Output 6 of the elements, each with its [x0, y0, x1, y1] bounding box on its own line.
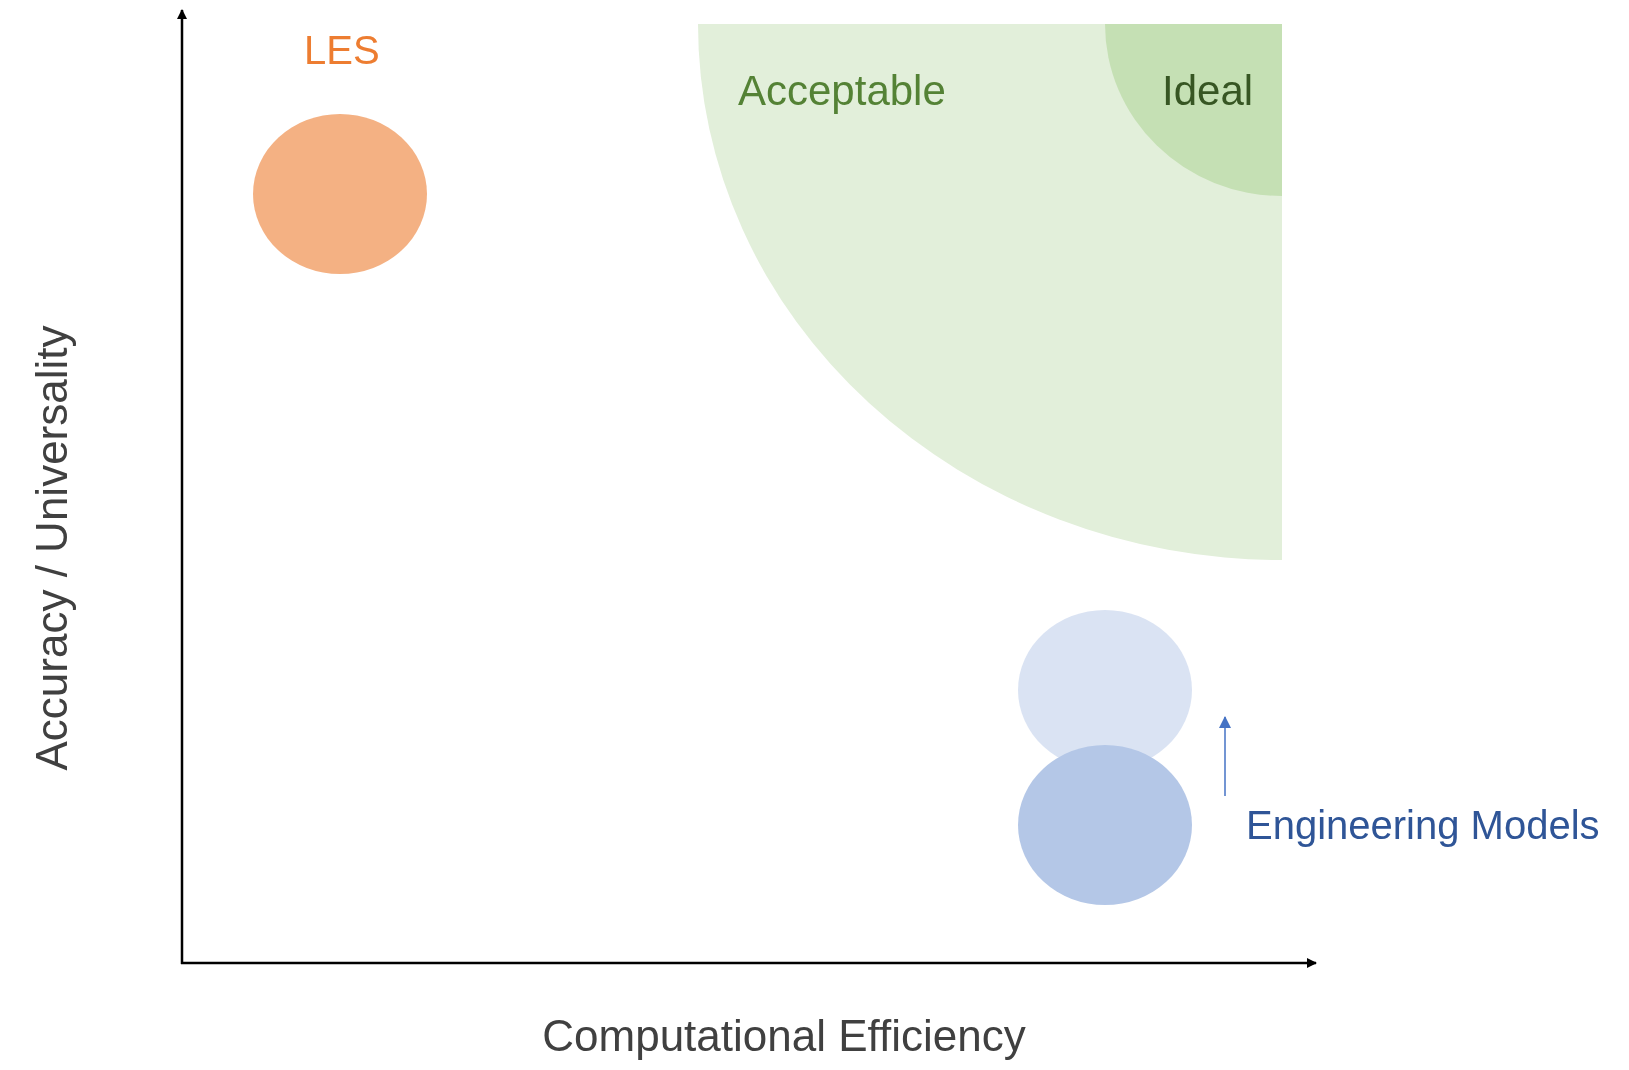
model-label: LES	[304, 30, 380, 70]
region-label: Ideal	[1162, 70, 1254, 112]
y-axis-label: Accuracy / Universality	[30, 325, 74, 771]
region-label: Acceptable	[738, 70, 946, 112]
model-label: Engineering Models	[1246, 805, 1600, 845]
x-axis-label: Computational Efficiency	[542, 1014, 1026, 1058]
